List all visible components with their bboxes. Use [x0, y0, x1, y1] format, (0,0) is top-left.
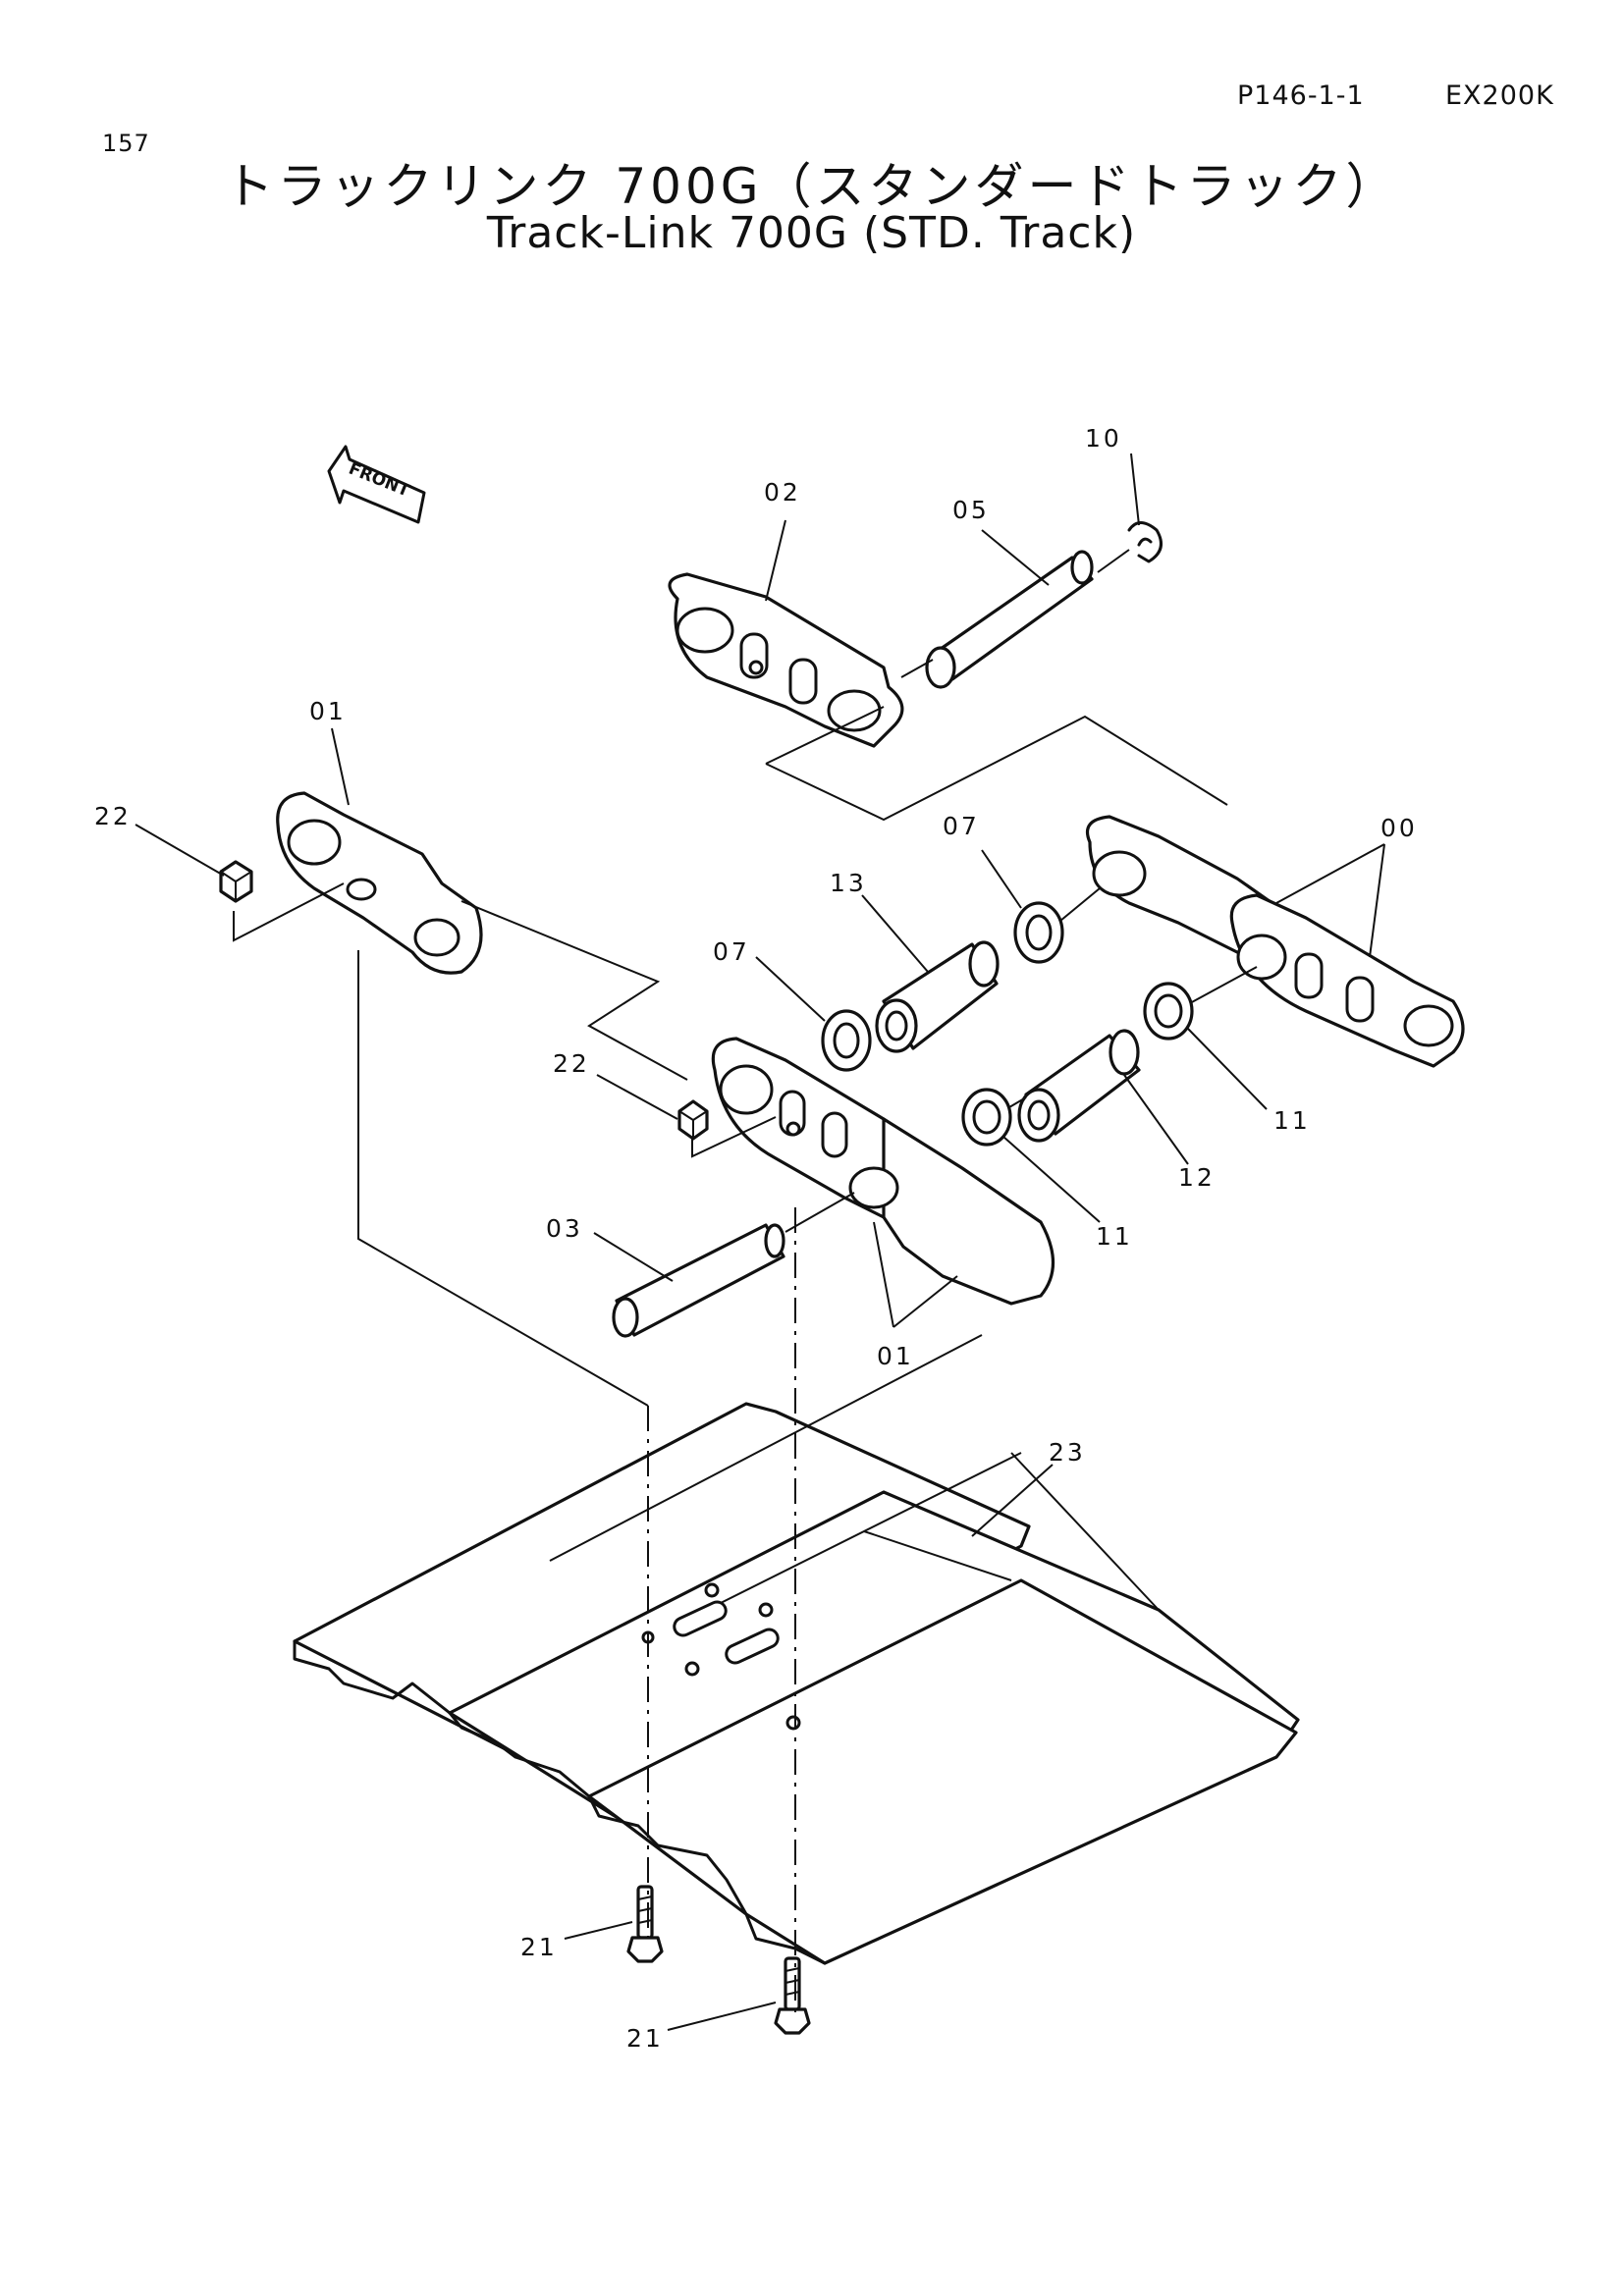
- callout-05: 05: [952, 496, 990, 524]
- nut-22-middle: [677, 1099, 709, 1141]
- track-shoe-plates: [293, 1334, 1300, 1965]
- title-english: Track-Link 700G (STD. Track): [486, 208, 1137, 258]
- callout-12: 12: [1178, 1163, 1216, 1192]
- track-link-01-middle: [711, 1037, 1055, 1306]
- callout-03: 03: [546, 1214, 583, 1243]
- callout-00: 00: [1380, 814, 1418, 842]
- callout-07-right: 07: [943, 812, 980, 840]
- callout-07-left: 07: [713, 937, 750, 966]
- ring-11-right: [1143, 982, 1194, 1041]
- page-code: P146-1-1: [1237, 80, 1365, 111]
- callout-01-top: 01: [309, 697, 347, 725]
- track-pin-05: [925, 550, 1094, 689]
- track-pin-03: [612, 1223, 785, 1338]
- nut-22-left: [219, 860, 253, 903]
- bolt-21-left: [626, 1885, 664, 1963]
- callout-22-left: 22: [94, 802, 132, 830]
- callout-13: 13: [830, 869, 867, 897]
- bolt-21-right: [774, 1956, 811, 2035]
- front-arrow-icon: FRONT: [327, 445, 426, 524]
- callout-labels: 10 02 05 01 22 07 00 13 07 22 11 12 11 0…: [94, 424, 1418, 2053]
- callout-10: 10: [1085, 424, 1122, 453]
- page-number: 157: [102, 130, 150, 157]
- callout-11-right: 11: [1273, 1106, 1311, 1135]
- bushing-13: [875, 940, 1000, 1053]
- callout-21-left: 21: [520, 1933, 558, 1961]
- seal-07-right: [1013, 901, 1064, 964]
- callout-23: 23: [1049, 1438, 1086, 1467]
- callout-21-right: 21: [626, 2024, 664, 2053]
- track-link-01-left: [276, 791, 483, 975]
- ring-11-left: [961, 1088, 1012, 1147]
- track-link-02: [668, 572, 904, 748]
- callout-02: 02: [764, 478, 801, 507]
- model-code: EX200K: [1445, 80, 1554, 111]
- assembly-lines: [135, 453, 1385, 2031]
- snap-ring-10: [1127, 521, 1163, 563]
- title-japanese: トラックリンク 700G（スタンダードトラック）: [224, 158, 1399, 215]
- track-link-00: [1085, 815, 1465, 1068]
- callout-01-bottom: 01: [877, 1342, 914, 1370]
- seal-07-left: [821, 1009, 872, 1072]
- bushing-12: [1017, 1029, 1141, 1143]
- callout-22-middle: 22: [553, 1049, 590, 1078]
- callout-11-left: 11: [1096, 1222, 1133, 1251]
